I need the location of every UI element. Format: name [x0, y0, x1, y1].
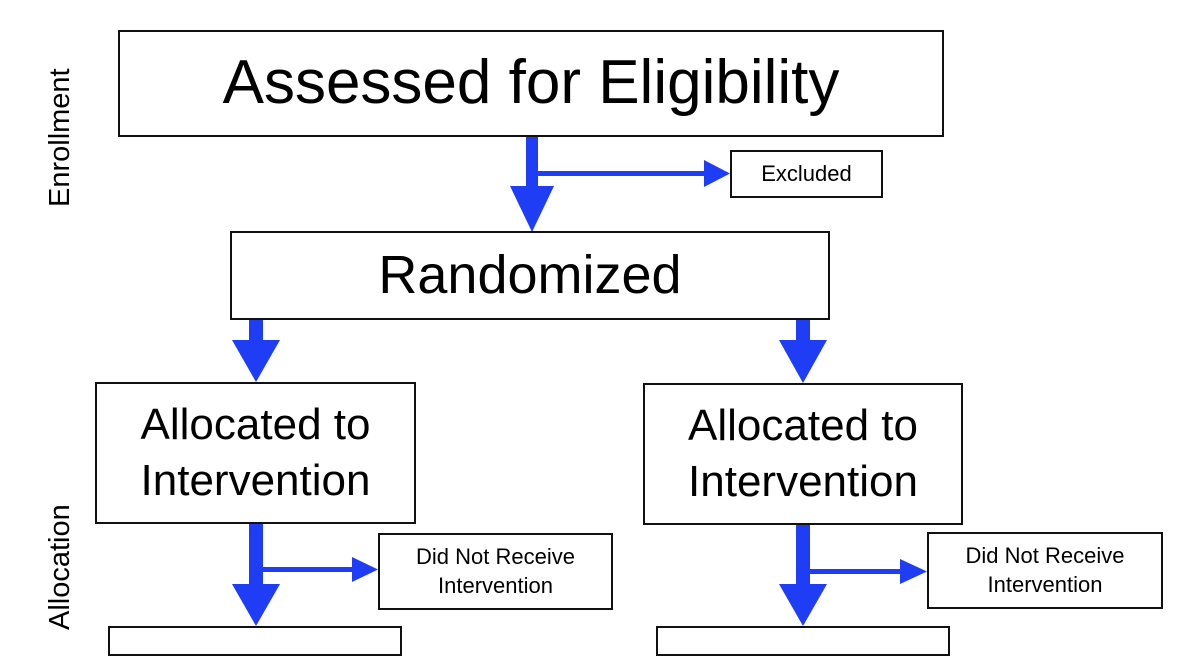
allocated-intervention-left-label: Allocated to Intervention	[140, 399, 371, 505]
excluded-box: Excluded	[730, 150, 883, 198]
arrow-left-allocation-down	[232, 524, 280, 626]
excluded-label: Excluded	[761, 160, 852, 186]
flow-arrows	[232, 137, 927, 626]
did-not-receive-left-label: Did Not Receive Intervention	[416, 543, 575, 598]
stage-label-allocation: Allocation	[44, 504, 76, 630]
allocated-intervention-right-label: Allocated to Intervention	[688, 400, 918, 506]
randomized-label: Randomized	[378, 244, 682, 305]
stage-label-enrollment: Enrollment	[44, 68, 76, 207]
did-not-receive-left-box: Did Not Receive Intervention	[378, 533, 613, 610]
arrow-randomized-to-left-allocation	[232, 320, 280, 382]
arrow-randomized-to-right-allocation	[779, 320, 827, 383]
arrow-right-allocation-down	[779, 525, 827, 626]
assessed-for-eligibility-label: Assessed for Eligibility	[222, 48, 840, 118]
assessed-for-eligibility-box: Assessed for Eligibility	[118, 30, 944, 137]
follow-up-left-box	[108, 626, 402, 656]
arrow-to-did-not-receive-right	[808, 559, 927, 584]
did-not-receive-right-label: Did Not Receive Intervention	[965, 542, 1125, 597]
consort-flow-diagram: Enrollment Allocation Assessed for Eligi…	[44, 30, 1163, 656]
arrow-assessed-to-randomized	[510, 137, 554, 232]
did-not-receive-right-box: Did Not Receive Intervention	[927, 532, 1163, 609]
allocated-intervention-right-box: Allocated to Intervention	[643, 383, 963, 525]
arrow-to-did-not-receive-left	[261, 557, 378, 582]
arrow-to-excluded	[536, 160, 730, 187]
follow-up-right-box	[656, 626, 950, 656]
randomized-box: Randomized	[230, 231, 830, 320]
allocated-intervention-left-box: Allocated to Intervention	[95, 382, 416, 524]
